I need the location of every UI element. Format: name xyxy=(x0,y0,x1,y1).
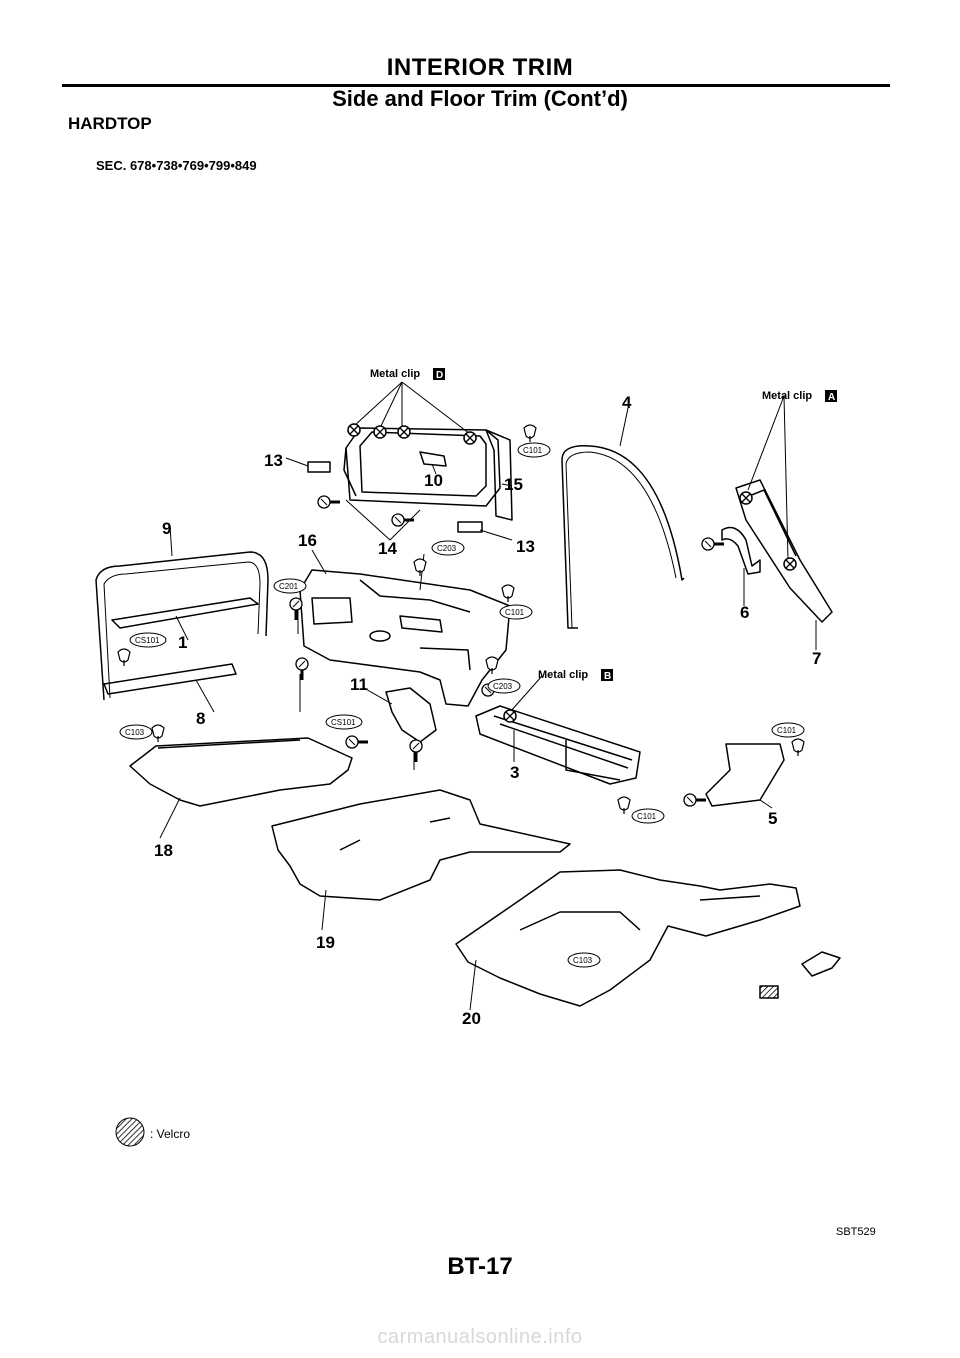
part-13-lower xyxy=(457,521,483,533)
callout-3: 3 xyxy=(510,763,519,782)
svg-text:C203: C203 xyxy=(493,682,513,691)
part-9-roof-trim xyxy=(95,551,269,701)
svg-text:C101: C101 xyxy=(505,608,525,617)
callout-15: 15 xyxy=(504,475,523,494)
callout-11: 11 xyxy=(350,675,368,694)
corner-piece xyxy=(801,951,841,977)
callout-7: 7 xyxy=(812,649,821,668)
part-11-cover xyxy=(385,687,437,743)
code-c101-a: C101 xyxy=(517,442,551,458)
part-19-carpet xyxy=(271,789,571,901)
part-20-rear-carpet xyxy=(455,869,801,1007)
figure-id: SBT529 xyxy=(836,1226,876,1238)
code-c103-a: C103 xyxy=(119,724,153,740)
callout-14: 14 xyxy=(378,539,397,558)
callout-10: 10 xyxy=(424,471,443,490)
svg-text:CS101: CS101 xyxy=(135,636,160,645)
screw-icon xyxy=(288,494,726,808)
velcro-pattern-icon xyxy=(115,1117,145,1147)
callout-20: 20 xyxy=(462,1009,481,1028)
callout-18: 18 xyxy=(154,841,173,860)
section-title: HARDTOP xyxy=(68,114,152,133)
code-c201: C201 xyxy=(273,578,307,594)
part-1-rail xyxy=(111,597,259,629)
part-13-upper xyxy=(307,461,331,473)
code-cs101-b: CS101 xyxy=(325,714,363,730)
part-10-handle xyxy=(419,451,447,467)
part-5-trim xyxy=(705,743,785,807)
svg-text:CS101: CS101 xyxy=(331,718,356,727)
callout-13a: 13 xyxy=(264,451,283,470)
page-number: BT-17 xyxy=(447,1253,513,1280)
watermark: carmanualsonline.info xyxy=(377,1326,583,1348)
svg-text:C101: C101 xyxy=(777,726,797,735)
svg-text:C203: C203 xyxy=(437,544,457,553)
section-codes: SEC. 678•738•769•799•849 xyxy=(96,158,257,173)
code-c101-d: C101 xyxy=(631,808,665,824)
header-divider xyxy=(62,84,890,87)
metal-clip-b-label: Metal clip xyxy=(538,669,588,681)
small-velcro-pad xyxy=(759,985,779,999)
part-18-floor-mat xyxy=(129,737,353,807)
callout-6: 6 xyxy=(740,603,749,622)
code-c101-b: C101 xyxy=(499,604,533,620)
x-mark-icon xyxy=(347,423,797,723)
velcro-legend: : Velcro xyxy=(115,1117,190,1147)
callout-13b: 13 xyxy=(516,537,535,556)
code-c101-c: C101 xyxy=(771,722,805,738)
callout-1: 1 xyxy=(178,633,187,652)
metal-clip-a-label: Metal clip xyxy=(762,390,812,402)
svg-text:C101: C101 xyxy=(523,446,543,455)
code-c103-b: C103 xyxy=(567,952,601,968)
callout-8: 8 xyxy=(196,709,205,728)
part-3-kick-plate xyxy=(475,705,641,785)
metal-clip-d-ref: D xyxy=(436,370,443,381)
svg-text:C103: C103 xyxy=(573,956,593,965)
part-4-weatherstrip xyxy=(561,445,685,629)
metal-clip-b-ref: B xyxy=(604,671,611,682)
velcro-legend-label: : Velcro xyxy=(150,1127,190,1141)
metal-clip-a-ref: A xyxy=(828,392,835,403)
callout-5: 5 xyxy=(768,809,777,828)
part-15-panel xyxy=(485,429,513,521)
svg-text:C103: C103 xyxy=(125,728,145,737)
code-c203-a: C203 xyxy=(431,540,465,556)
fastener-clip-icon xyxy=(117,424,805,815)
code-cs101-a: CS101 xyxy=(129,632,167,648)
part-16-side-panel xyxy=(299,569,511,707)
chapter-title: INTERIOR TRIM xyxy=(386,54,574,81)
svg-text:C201: C201 xyxy=(279,582,299,591)
callout-19: 19 xyxy=(316,933,335,952)
callout-16: 16 xyxy=(298,531,317,550)
part-6-grip xyxy=(721,526,761,575)
svg-text:C101: C101 xyxy=(637,812,657,821)
rear-window-trim xyxy=(343,427,501,507)
metal-clip-d-label: Metal clip xyxy=(370,368,420,380)
callout-4: 4 xyxy=(622,393,632,412)
part-8-sill xyxy=(103,663,237,695)
code-c203-b: C203 xyxy=(487,678,521,694)
page-subtitle: Side and Floor Trim (Cont’d) xyxy=(332,86,628,111)
callout-9: 9 xyxy=(162,519,171,538)
